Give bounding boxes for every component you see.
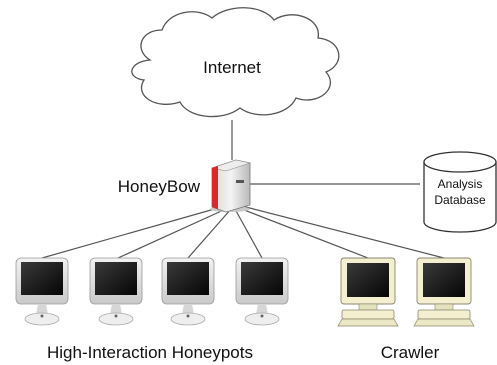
link-honeybow-honeypot-1 — [41, 205, 226, 259]
crt-monitor-icon — [413, 257, 475, 327]
honeypots-label: High-Interaction Honeypots — [47, 343, 253, 362]
connections — [41, 120, 445, 259]
crt-monitor-icon — [337, 257, 399, 327]
database-label-line1: Analysis — [438, 177, 483, 191]
database-label-line2: Database — [434, 193, 486, 207]
internet-label: Internet — [203, 58, 261, 77]
link-honeybow-crawler-1 — [238, 207, 369, 259]
honeypot-group — [15, 257, 289, 326]
honeybow-label: HoneyBow — [118, 177, 201, 196]
server-tower-icon — [210, 159, 252, 213]
cloud-icon — [131, 7, 340, 118]
imac-monitor-icon — [235, 257, 289, 326]
crawler-group — [337, 257, 475, 327]
crawler-label: Crawler — [381, 343, 440, 362]
imac-monitor-icon — [161, 257, 215, 326]
link-honeybow-crawler-2 — [241, 205, 445, 259]
link-honeybow-honeypot-4 — [234, 208, 263, 259]
database-cylinder-icon — [423, 151, 497, 233]
imac-monitor-icon — [15, 257, 69, 326]
link-honeybow-honeypot-2 — [117, 207, 229, 259]
imac-monitor-icon — [89, 257, 143, 326]
link-honeybow-honeypot-3 — [187, 208, 232, 259]
